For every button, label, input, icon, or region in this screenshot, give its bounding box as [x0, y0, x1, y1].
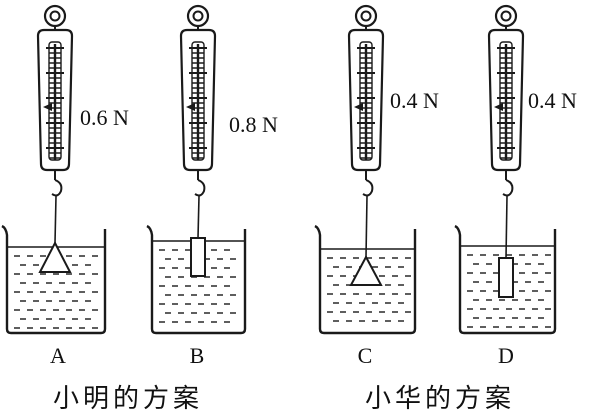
- beaker: [146, 224, 247, 335]
- scale-reading-c: 0.4 N: [390, 88, 439, 113]
- setup-a: 0.6 N A: [1, 4, 129, 368]
- spring-scale: [347, 4, 385, 258]
- spring-scale: [36, 4, 74, 244]
- scale-reading-b: 0.8 N: [229, 112, 278, 137]
- beaker: [454, 224, 557, 335]
- spring-scale: [487, 4, 525, 259]
- panel-letter-a: A: [50, 343, 66, 368]
- setup-c: 0.4 N C: [314, 4, 439, 368]
- panel-letter-c: C: [358, 343, 373, 368]
- panel-letter-b: B: [190, 343, 205, 368]
- caption-xiaoming-plan: 小明的方案: [53, 384, 203, 414]
- beaker: [314, 224, 417, 335]
- spring-scale: [179, 4, 217, 239]
- panel-letter-d: D: [498, 343, 514, 368]
- scale-reading-d: 0.4 N: [528, 88, 577, 113]
- caption-xiaohua-plan: 小华的方案: [365, 384, 515, 414]
- setup-d: 0.4 N D: [454, 4, 577, 368]
- setup-b: 0.8 N B: [146, 4, 278, 368]
- scale-reading-a: 0.6 N: [80, 105, 129, 130]
- beaker: [1, 224, 107, 335]
